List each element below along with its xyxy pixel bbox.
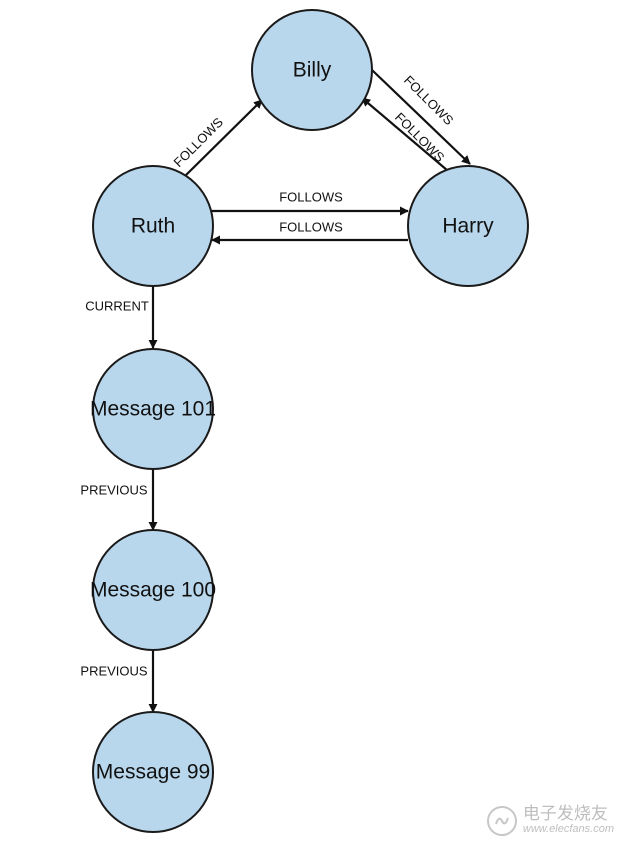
watermark-logo-icon [486,806,517,836]
edge-harry-follows-ruth: FOLLOWS [211,219,408,245]
edge-message-101-previous-message-100: PREVIOUS [80,468,158,531]
node-label-message-100: Message 100 [90,579,216,602]
node-label-harry: Harry [442,215,494,238]
node-label-billy: Billy [293,59,332,82]
node-billy: Billy [251,9,373,131]
edge-ruth-current-message-101: CURRENT [85,285,158,349]
watermark: 电子发烧友 www.elecfans.com [486,804,614,836]
edge-message-100-previous-message-99: PREVIOUS [80,650,158,713]
edge-label-previous: PREVIOUS [80,482,148,497]
node-message-100: Message 100 [90,529,216,651]
edge-label-current: CURRENT [85,298,149,313]
node-message-101: Message 101 [90,348,216,470]
watermark-url: www.elecfans.com [522,823,614,836]
node-label-message-101: Message 101 [90,398,216,421]
node-label-ruth: Ruth [131,215,175,238]
edge-billy-follows-harry: FOLLOWS [371,69,471,165]
edge-label-follows: FOLLOWS [279,219,343,234]
edge-label-follows: FOLLOWS [279,189,343,204]
node-label-message-99: Message 99 [96,761,210,784]
node-harry: Harry [407,165,529,287]
edge-label-previous: PREVIOUS [80,663,148,678]
node-ruth: Ruth [92,165,214,287]
watermark-title: 电子发烧友 [522,804,608,825]
edge-ruth-follows-billy: FOLLOWS [170,99,263,177]
edge-ruth-follows-harry: FOLLOWS [212,189,409,216]
node-message-99: Message 99 [92,711,214,833]
